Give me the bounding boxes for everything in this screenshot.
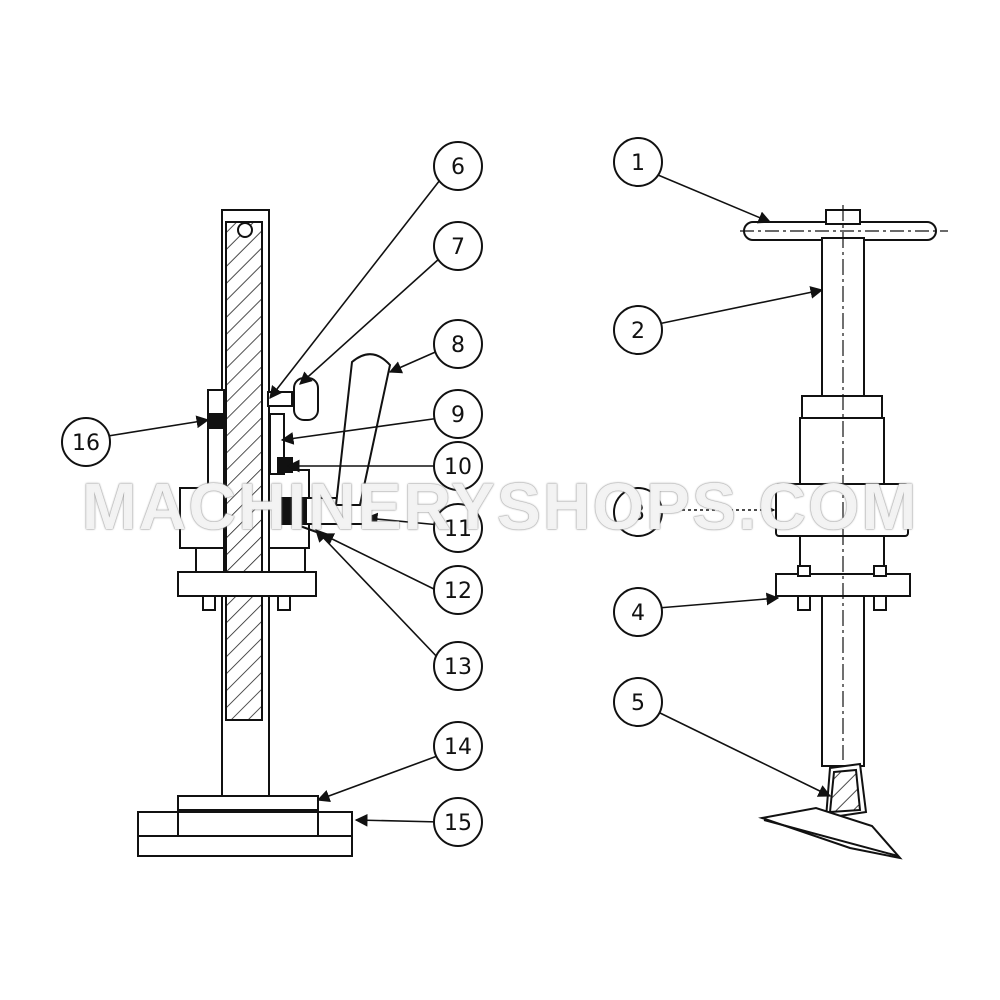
sleeve-upper (207, 389, 225, 491)
svg-text:10: 10 (444, 455, 472, 480)
callout-5: 5 (613, 677, 663, 727)
svg-text:2: 2 (631, 319, 645, 344)
foot-pad (758, 806, 903, 860)
right-exterior-view (740, 209, 948, 860)
housing (799, 417, 885, 485)
svg-text:15: 15 (444, 811, 472, 836)
flange (177, 571, 317, 597)
knob-7 (293, 377, 319, 421)
washer-12 (275, 497, 307, 525)
svg-text:14: 14 (444, 735, 472, 760)
callout-3: 3 (613, 487, 663, 537)
sleeve-skirt-left (195, 547, 225, 573)
callout-12: 12 (433, 565, 483, 615)
callout-16: 16 (61, 417, 111, 467)
callout-leaders (107, 174, 832, 827)
callout-10: 10 (433, 441, 483, 491)
set-screw-16 (207, 413, 223, 429)
callouts-right: 1 2 3 4 5 (613, 137, 663, 727)
callout-15: 15 (433, 797, 483, 847)
svg-text:4: 4 (631, 601, 645, 626)
callout-7: 7 (433, 221, 483, 271)
svg-text:9: 9 (451, 403, 465, 428)
housing-top (801, 395, 883, 421)
nut-10 (277, 457, 293, 473)
svg-text:5: 5 (631, 691, 645, 716)
handle-8 (334, 353, 392, 506)
flange-bolt-left (202, 595, 216, 611)
svg-text:13: 13 (444, 655, 472, 680)
left-section-view (137, 209, 392, 857)
callout-9: 9 (433, 389, 483, 439)
callout-1: 1 (613, 137, 663, 187)
callout-11: 11 (433, 503, 483, 553)
svg-text:1: 1 (631, 151, 645, 176)
base-pad-14 (177, 795, 319, 811)
housing-lower (799, 535, 885, 575)
callout-14: 14 (433, 721, 483, 771)
callout-4: 4 (613, 587, 663, 637)
flange-bolt-right (277, 595, 291, 611)
nut-3 (775, 483, 909, 537)
svg-text:3: 3 (631, 501, 645, 526)
base-15 (137, 811, 353, 857)
svg-text:6: 6 (451, 155, 465, 180)
svg-text:7: 7 (451, 235, 465, 260)
callout-2: 2 (613, 305, 663, 355)
column-hatched-section (225, 221, 263, 721)
sleeve-skirt-right (268, 547, 306, 573)
sleeve-lower (179, 487, 225, 549)
callout-8: 8 (433, 319, 483, 369)
callouts-left: 6 7 8 9 10 11 12 13 14 15 16 (61, 141, 483, 847)
pin-6 (267, 391, 293, 407)
svg-text:11: 11 (444, 517, 472, 542)
svg-text:16: 16 (72, 431, 100, 456)
svg-text:8: 8 (451, 333, 465, 358)
column-top-hole (237, 222, 253, 238)
callout-6: 6 (433, 141, 483, 191)
callout-13: 13 (433, 641, 483, 691)
svg-text:12: 12 (444, 579, 472, 604)
